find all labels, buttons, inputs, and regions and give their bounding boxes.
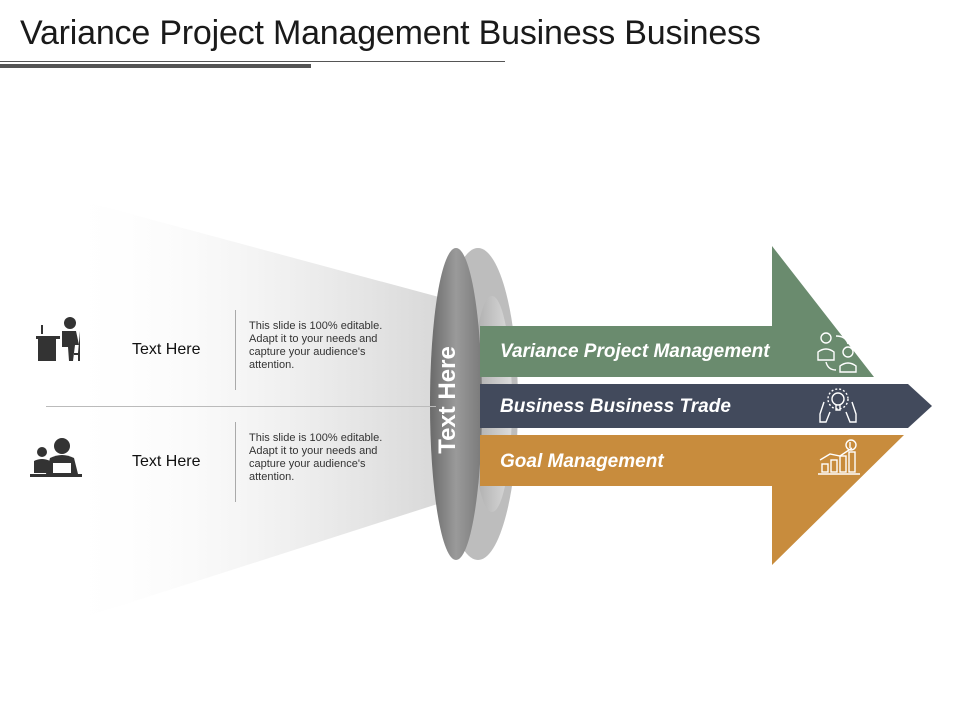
- title-rule-thin: [0, 61, 505, 62]
- item-label-1: Text Here: [132, 341, 201, 358]
- band-label-1: Variance Project Management: [500, 341, 770, 362]
- item-divider-2: [235, 422, 236, 502]
- band-arrow-orange: [480, 435, 904, 565]
- ring-face: [430, 248, 482, 560]
- item-description-1: This slide is 100% editable. Adapt it to…: [249, 320, 383, 371]
- band-label-3: Goal Management: [500, 451, 664, 472]
- item-label-2: Text Here: [132, 453, 201, 470]
- ring-text: Text Here: [434, 346, 461, 454]
- band-arrow-navy: [480, 384, 932, 428]
- band-label-2: Business Business Trade: [500, 396, 731, 417]
- section-separator: [46, 406, 436, 407]
- growth-chart-dollar-icon: [818, 439, 860, 475]
- band-arrow-green: [480, 246, 874, 377]
- page-title: Variance Project Management Business Bus…: [20, 14, 761, 52]
- item-divider-1: [235, 310, 236, 390]
- office-worker-desk-icon: [36, 317, 80, 361]
- team-exchange-icon: [817, 332, 857, 373]
- light-funnel: [60, 195, 450, 625]
- hands-idea-bulb-icon: [819, 388, 857, 423]
- title-rule-thick: [0, 64, 311, 68]
- item-description-2: This slide is 100% editable. Adapt it to…: [249, 432, 383, 483]
- business-meeting-laptop-icon: [30, 438, 82, 477]
